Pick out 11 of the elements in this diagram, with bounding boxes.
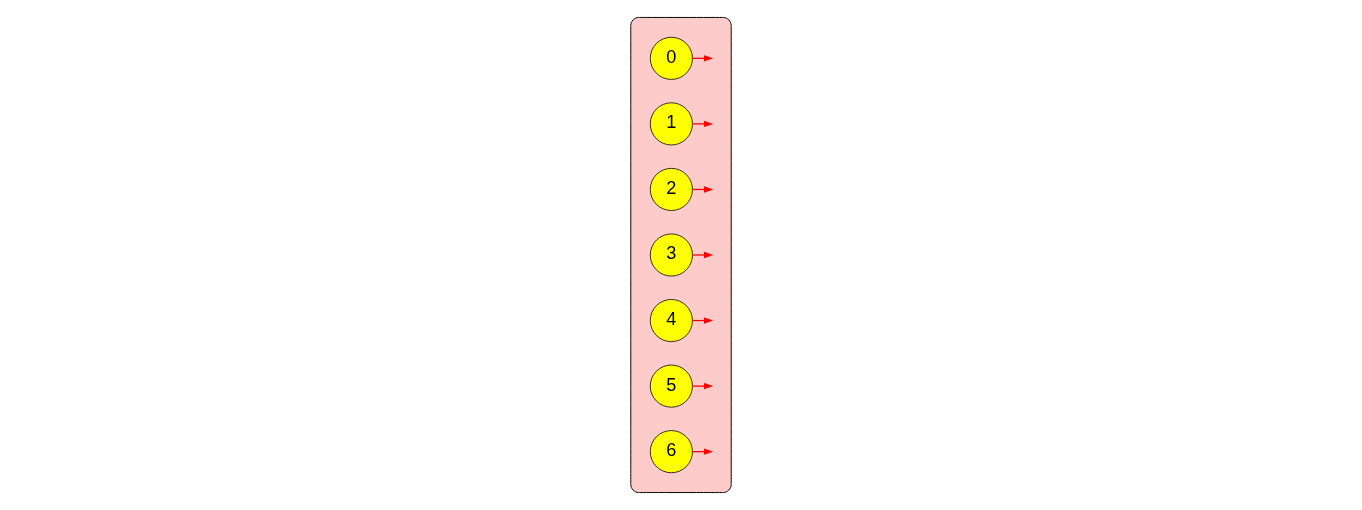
arrow	[691, 120, 714, 128]
node-circle: 1	[649, 102, 693, 146]
node-circle: 4	[649, 299, 693, 343]
node-circle: 2	[649, 167, 693, 211]
node-circle: 6	[649, 430, 693, 474]
node-circle: 3	[649, 233, 693, 277]
cluster	[630, 16, 732, 494]
node-circle: 5	[649, 364, 693, 408]
node-circle: 0	[649, 36, 693, 80]
arrow	[691, 251, 714, 259]
arrow	[691, 382, 714, 390]
